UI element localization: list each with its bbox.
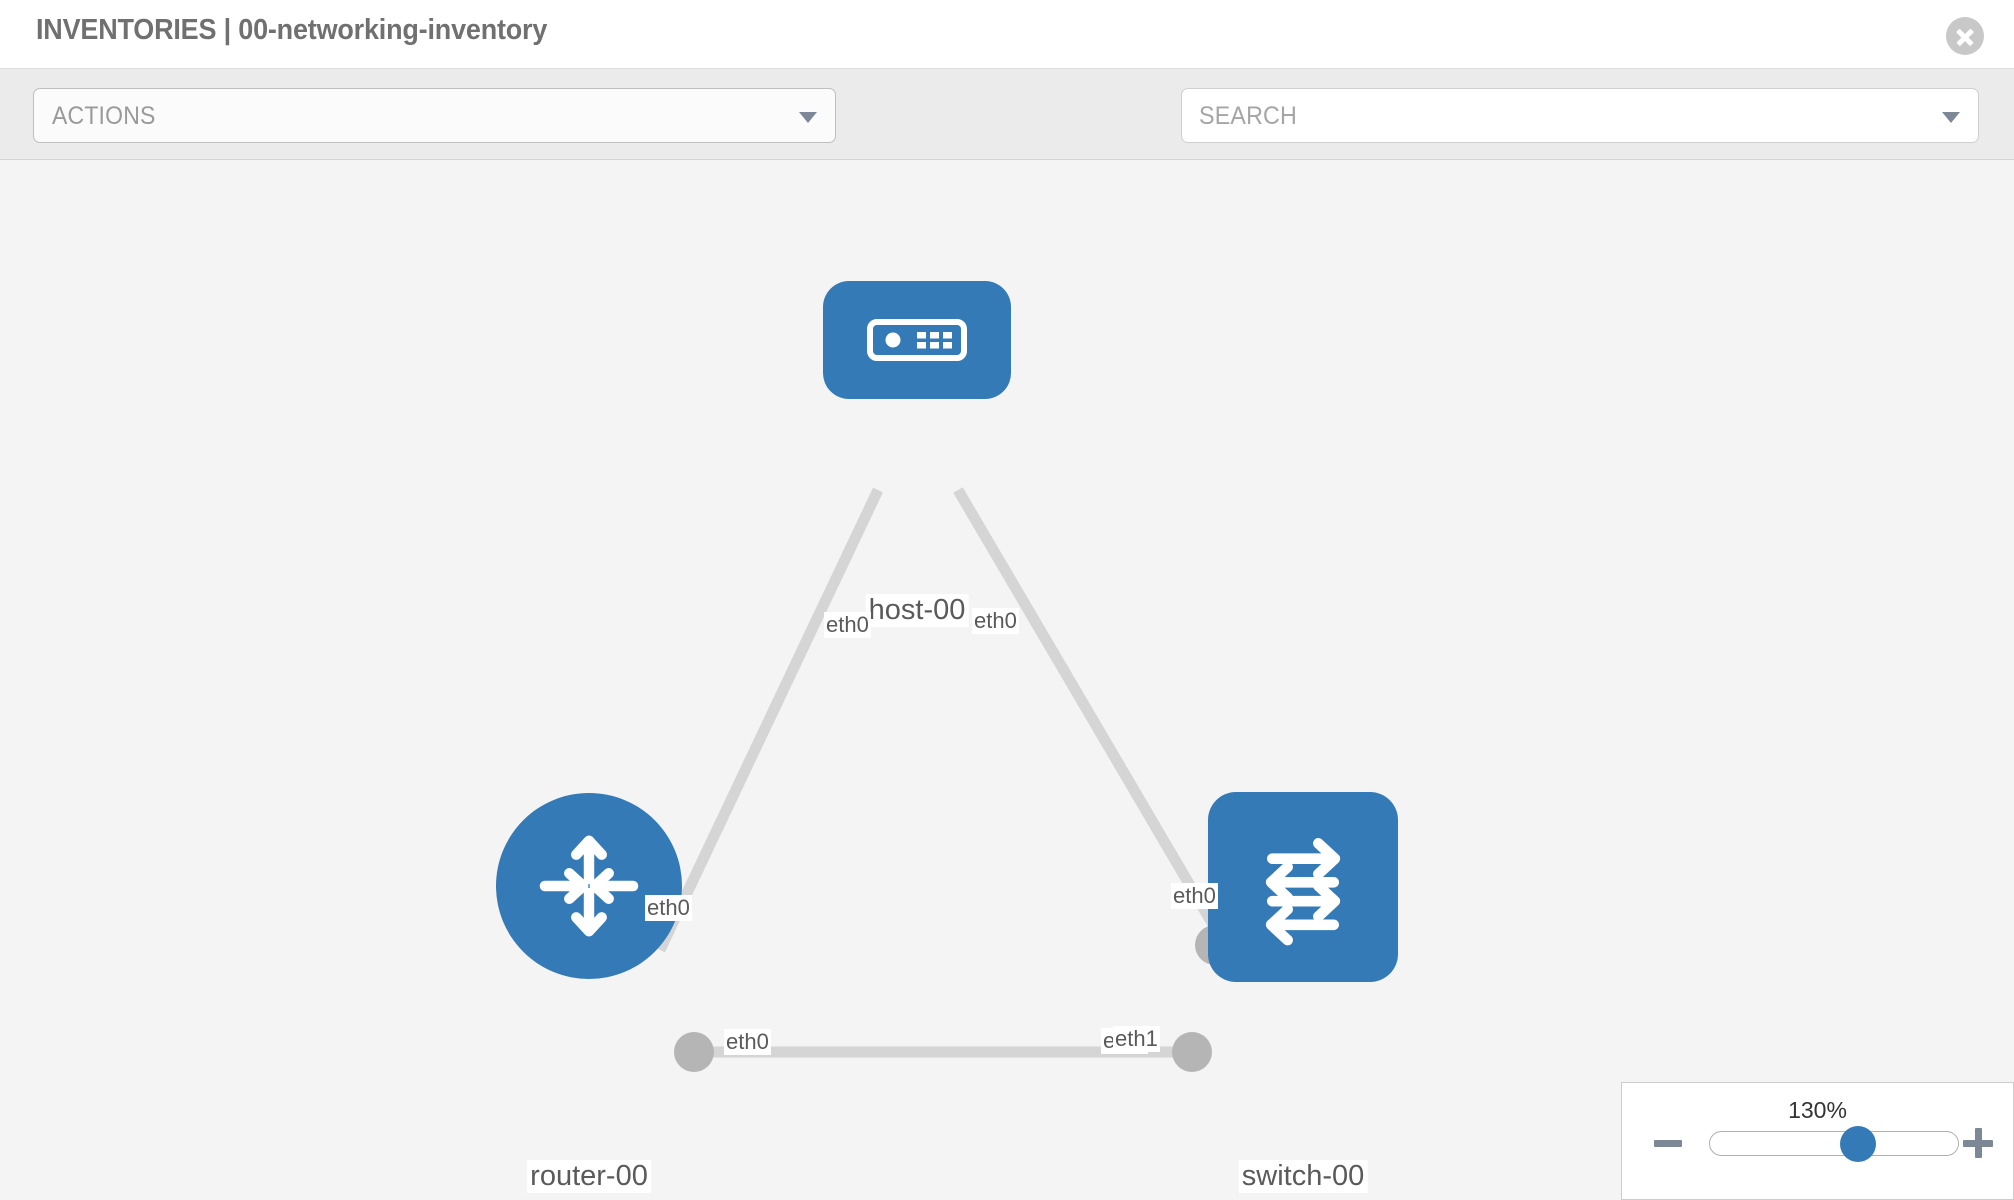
port-router00-eth0[interactable]	[674, 1032, 714, 1072]
toolbar: ACTIONS SEARCH	[0, 68, 2014, 197]
node-router-00[interactable]	[496, 793, 682, 979]
zoom-slider-thumb[interactable]	[1840, 1126, 1876, 1162]
node-switch-00[interactable]	[1208, 792, 1398, 982]
link-label-host00-right: eth0	[972, 608, 1019, 634]
link-label-router00-uplink: eth0	[645, 895, 692, 921]
node-switch-00-label: switch-00	[1238, 1160, 1368, 1193]
actions-dropdown[interactable]: ACTIONS	[33, 88, 836, 143]
actions-dropdown-label: ACTIONS	[52, 102, 156, 130]
port-switch00-eth1[interactable]	[1172, 1032, 1212, 1072]
node-router-00-shape[interactable]	[496, 793, 682, 979]
zoom-level-value: 130%	[1788, 1097, 1847, 1123]
zoom-slider[interactable]	[1709, 1126, 1959, 1162]
chevron-down-icon	[799, 112, 817, 123]
router-arrows-icon	[539, 835, 639, 937]
server-icon	[867, 319, 967, 361]
link-host00-router00[interactable]	[655, 487, 883, 953]
node-host-00-shape[interactable]	[823, 281, 1011, 399]
search-placeholder: SEARCH	[1199, 102, 1298, 130]
link-label-router00-eth0: eth0	[724, 1029, 771, 1055]
topology-canvas[interactable]: host-00	[0, 160, 2014, 1200]
zoom-out-button[interactable]	[1654, 1140, 1682, 1147]
link-host00-switch00[interactable]	[953, 487, 1227, 943]
zoom-control-panel: 130%	[1621, 1082, 2014, 1200]
zoom-in-button[interactable]	[1963, 1128, 1993, 1158]
window-header: INVENTORIES | 00-networking-inventory	[0, 0, 2014, 68]
topology-graph: host-00	[0, 160, 2014, 1200]
close-icon[interactable]	[1946, 17, 1984, 55]
node-host-00-label: host-00	[865, 594, 969, 627]
switch-arrows-icon	[1265, 838, 1341, 946]
link-label-switch00-uplink: eth0	[1171, 883, 1218, 909]
page-title: INVENTORIES | 00-networking-inventory	[36, 14, 548, 46]
zoom-in-stroke-v	[1974, 1128, 1982, 1158]
search-input[interactable]: SEARCH	[1181, 88, 1979, 143]
search-chevron-down-icon[interactable]	[1942, 112, 1960, 123]
node-switch-00-shape[interactable]	[1208, 792, 1398, 982]
link-label-host00-left: eth0	[824, 612, 871, 638]
node-host-00[interactable]	[823, 281, 1011, 399]
node-router-00-label: router-00	[527, 1160, 651, 1193]
link-label-switch00-eth1: eth1	[1113, 1026, 1160, 1052]
